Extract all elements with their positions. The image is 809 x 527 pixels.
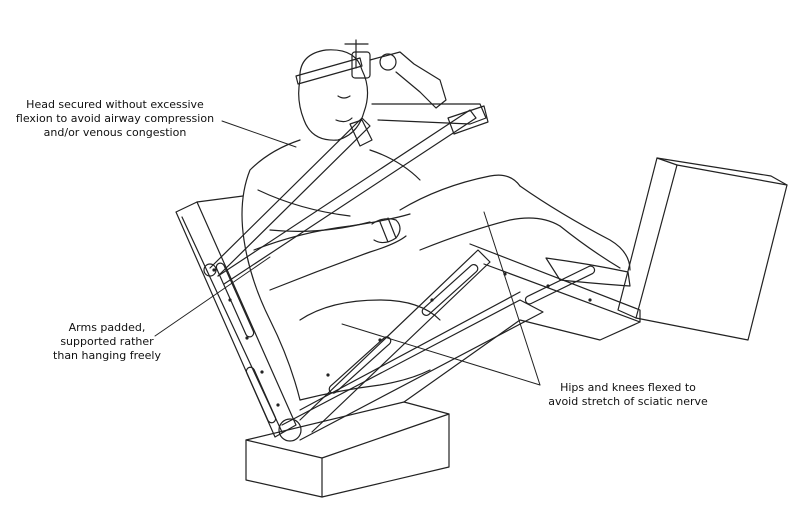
annotation-head-line-3: and/or venous congestion [10,126,220,140]
patient-figure [242,50,630,400]
annotation-arms-line-2: supported rather [28,335,186,349]
head-leader-line [222,121,296,147]
annotation-head-line-2: flexion to avoid airway compression [10,112,220,126]
leg-rest-box [618,158,787,340]
annotation-head: Head secured without excessive flexion t… [10,98,220,140]
annotation-hips-line-1: Hips and knees flexed to [528,381,728,395]
annotation-hips: Hips and knees flexed to avoid stretch o… [528,381,728,409]
annotation-arms-line-3: than hanging freely [28,349,186,363]
leader-lines [155,121,540,385]
hips-leader-line-2 [484,212,540,385]
back-support-frame [176,196,543,441]
annotation-head-line-1: Head secured without excessive [10,98,220,112]
annotation-hips-line-2: avoid stretch of sciatic nerve [528,395,728,409]
annotation-arms-line-1: Arms padded, [28,321,186,335]
annotation-arms: Arms padded, supported rather than hangi… [28,321,186,363]
head-holder [204,40,488,284]
floor-base-block [246,402,449,497]
